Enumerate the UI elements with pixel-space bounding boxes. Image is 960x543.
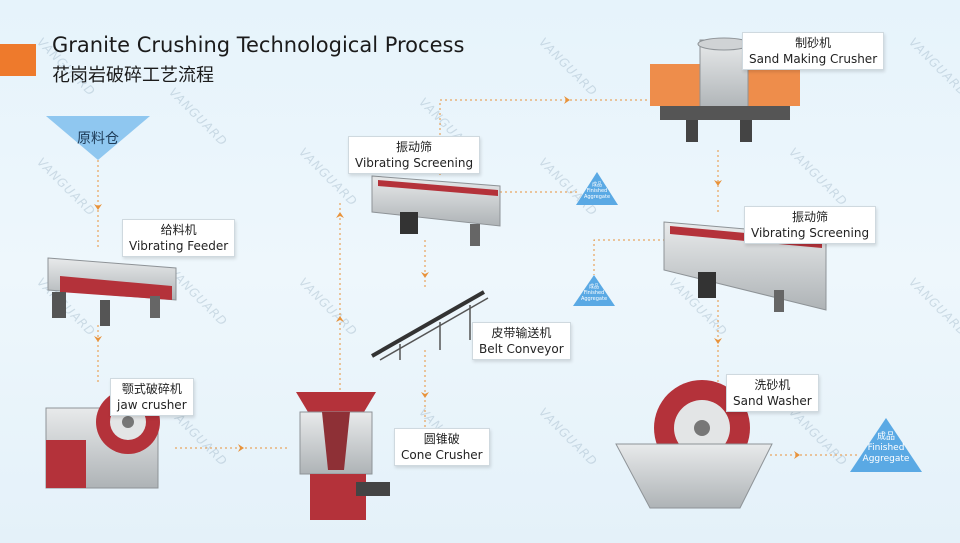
vibrating-screen-2-label-en: Vibrating Screening: [751, 226, 870, 240]
finished-aggregate-1-en2: Aggregate: [583, 194, 611, 200]
raw-material-bin-icon: [46, 116, 150, 160]
belt-conveyor-icon: [371, 290, 489, 361]
finished-aggregate-1-label: 成品 Finished Aggregate: [570, 182, 624, 200]
finished-aggregate-final-en1: Finished: [867, 443, 905, 453]
finished-aggregate-2-icon: [573, 275, 615, 306]
vibrating-feeder-icon: [47, 257, 177, 326]
finished-aggregate-2-en2: Aggregate: [580, 296, 608, 302]
raw-material-bin-label: 原料仓: [77, 131, 119, 147]
vibrating-screen-1-label-zh: 振动筛: [396, 140, 433, 154]
down-arrow-icon: [714, 338, 722, 344]
down-arrow-icon: [94, 336, 102, 342]
vibrating-screen-1-icon: [371, 175, 501, 246]
vibrating-screen-1-label: 振动筛 Vibrating Screening: [348, 136, 481, 174]
cone-crusher-icon: [296, 392, 390, 520]
finished-aggregate-1-zh: 成品: [591, 182, 602, 188]
page-title: Granite Crushing Technological Process: [52, 33, 465, 57]
header-accent-bar: [0, 44, 36, 76]
sand-washer-label-en: Sand Washer: [733, 394, 812, 408]
finished-aggregate-2-en1: Finished: [583, 290, 605, 296]
cone-crusher-label-en: Cone Crusher: [401, 448, 483, 462]
finished-aggregate-2-zh: 成品: [588, 284, 599, 290]
sand-making-crusher-icon: [650, 37, 800, 142]
finished-aggregate-1-en1: Finished: [586, 188, 608, 194]
jaw-crusher-label: 颚式破碎机 jaw crusher: [110, 378, 194, 416]
finished-aggregate-final-icon: [850, 418, 922, 472]
flow-line: [593, 239, 665, 275]
cone-crusher-label-zh: 圆锥破: [423, 432, 460, 446]
finished-aggregate-final-label: 成品 Finished Aggregate: [846, 432, 926, 465]
finished-aggregate-final-en2: Aggregate: [862, 454, 910, 464]
sand-washer-icon: [615, 380, 773, 509]
vibrating-feeder-label-en: Vibrating Feeder: [129, 239, 229, 253]
down-arrow-icon: [94, 204, 102, 210]
vibrating-screen-2-label: 振动筛 Vibrating Screening: [744, 206, 877, 244]
page-subtitle: 花岗岩破碎工艺流程: [52, 65, 214, 86]
right-arrow-icon: [564, 96, 570, 104]
vibrating-screen-2-label-zh: 振动筛: [792, 210, 829, 224]
vibrating-screen-1-label-en: Vibrating Screening: [355, 156, 474, 170]
sand-making-crusher-label-en: Sand Making Crusher: [749, 52, 878, 66]
vibrating-feeder-label: 给料机 Vibrating Feeder: [122, 219, 236, 257]
down-arrow-icon: [421, 392, 429, 398]
finished-aggregate-final-zh: 成品: [876, 432, 895, 442]
up-arrow-icon: [336, 212, 344, 218]
flow-arrows: [94, 96, 800, 459]
belt-conveyor-label-en: Belt Conveyor: [479, 342, 564, 356]
finished-aggregate-2-label: 成品 Finished Aggregate: [567, 284, 621, 302]
cone-crusher-label: 圆锥破 Cone Crusher: [394, 428, 490, 466]
sand-washer-label: 洗砂机 Sand Washer: [726, 374, 819, 412]
sand-making-crusher-label-zh: 制砂机: [795, 36, 832, 50]
up-arrow-icon: [336, 316, 344, 322]
belt-conveyor-label-zh: 皮带输送机: [491, 326, 552, 340]
jaw-crusher-label-en: jaw crusher: [117, 398, 187, 412]
sand-making-crusher-label: 制砂机 Sand Making Crusher: [742, 32, 885, 70]
finished-aggregate-1-icon: [576, 172, 618, 205]
right-arrow-icon: [238, 444, 244, 452]
vibrating-feeder-label-zh: 给料机: [160, 223, 197, 237]
down-arrow-icon: [421, 272, 429, 278]
down-arrow-icon: [714, 180, 722, 186]
belt-conveyor-label: 皮带输送机 Belt Conveyor: [472, 322, 571, 360]
sand-washer-label-zh: 洗砂机: [754, 378, 791, 392]
jaw-crusher-label-zh: 颚式破碎机: [121, 382, 182, 396]
right-arrow-icon: [794, 451, 800, 459]
